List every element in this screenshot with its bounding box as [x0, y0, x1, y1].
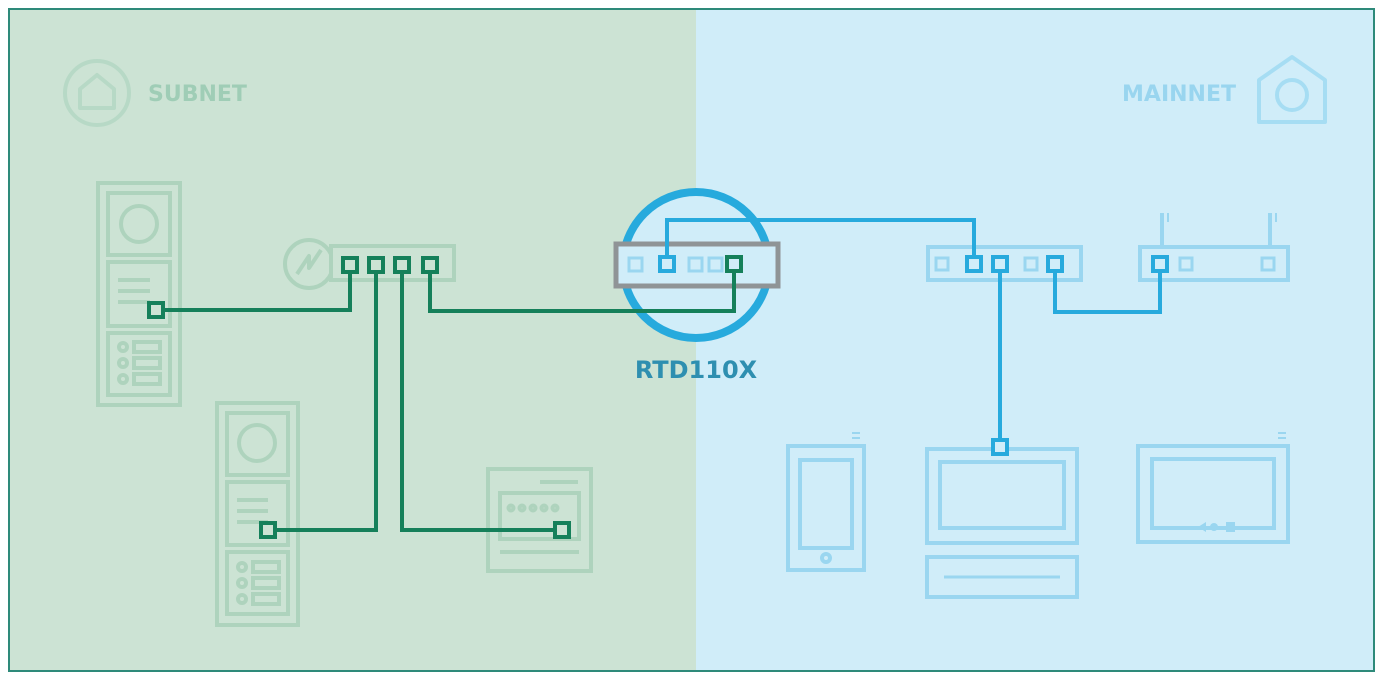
indoor-monitor [1136, 432, 1290, 544]
rtd-router-box [613, 241, 781, 289]
rtd-port-3 [687, 256, 704, 273]
mainnet-label: MAINNET [1122, 82, 1236, 107]
subnet-cables [156, 264, 736, 532]
mainnet-switch [926, 245, 1083, 282]
smartphone [786, 432, 866, 572]
mainnet-cables [665, 218, 1162, 446]
rtd-port-4 [707, 256, 724, 273]
access-control-unit [486, 467, 593, 573]
mainnet-ports [658, 255, 1169, 456]
diagram-frame [8, 8, 1375, 672]
subnet-label: SUBNET [148, 82, 247, 107]
rtd-port-1 [627, 256, 644, 273]
mainnet-home-icon [1257, 55, 1327, 124]
mainnet-switch-port-1 [934, 256, 950, 272]
wifi-router [1138, 213, 1290, 282]
mainnet-zone [696, 8, 1374, 672]
subnet-home-icon [63, 59, 131, 127]
mainnet-switch-port-5 [1023, 256, 1039, 272]
door-station-1 [96, 181, 182, 407]
router-label: RTD110X [635, 356, 758, 384]
door-station-2 [215, 401, 300, 627]
subnet-zone [8, 8, 696, 672]
subnet-ports [147, 255, 743, 539]
